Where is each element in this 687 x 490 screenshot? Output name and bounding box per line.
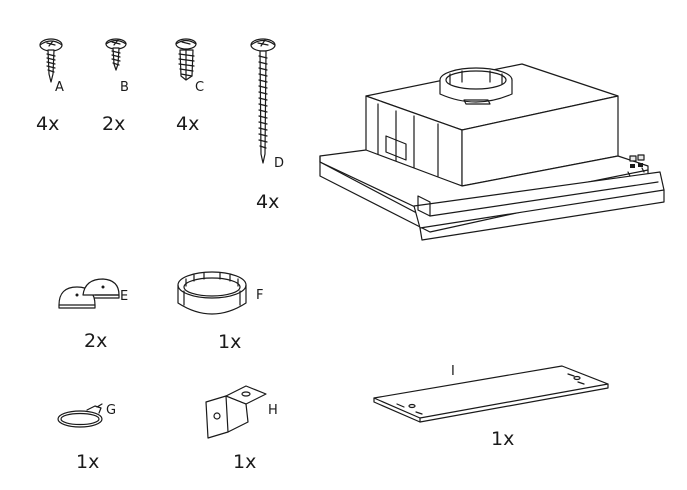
part-letter: C	[195, 80, 205, 95]
half-disc-cover-icon	[58, 278, 120, 309]
part-letter: E	[120, 289, 129, 304]
hose-clamp-icon	[57, 403, 103, 428]
part-letter: F	[256, 288, 264, 303]
part-quantity: 1x	[491, 428, 515, 450]
part-quantity: 1x	[233, 451, 257, 473]
part-letter: D	[274, 156, 285, 171]
adapter-ring-icon	[177, 271, 247, 315]
part-letter: I	[451, 364, 455, 379]
angle-bracket-icon	[205, 385, 267, 439]
part-letter: B	[120, 80, 129, 95]
screw-small-icon	[105, 38, 127, 71]
part-letter: H	[268, 403, 278, 418]
part-letter: A	[55, 80, 64, 95]
wall-plug-screw-icon	[175, 38, 197, 81]
screw-short-icon	[39, 38, 63, 83]
screw-long-icon	[250, 38, 276, 164]
part-quantity: 2x	[84, 330, 108, 352]
mounting-rail-icon	[373, 365, 609, 423]
telescopic-hood-icon	[319, 63, 665, 241]
part-quantity: 4x	[176, 113, 200, 135]
part-quantity: 1x	[218, 331, 242, 353]
part-quantity: 2x	[102, 113, 126, 135]
part-quantity: 4x	[36, 113, 60, 135]
part-quantity: 1x	[76, 451, 100, 473]
part-quantity: 4x	[256, 191, 280, 213]
part-letter: G	[106, 403, 117, 418]
